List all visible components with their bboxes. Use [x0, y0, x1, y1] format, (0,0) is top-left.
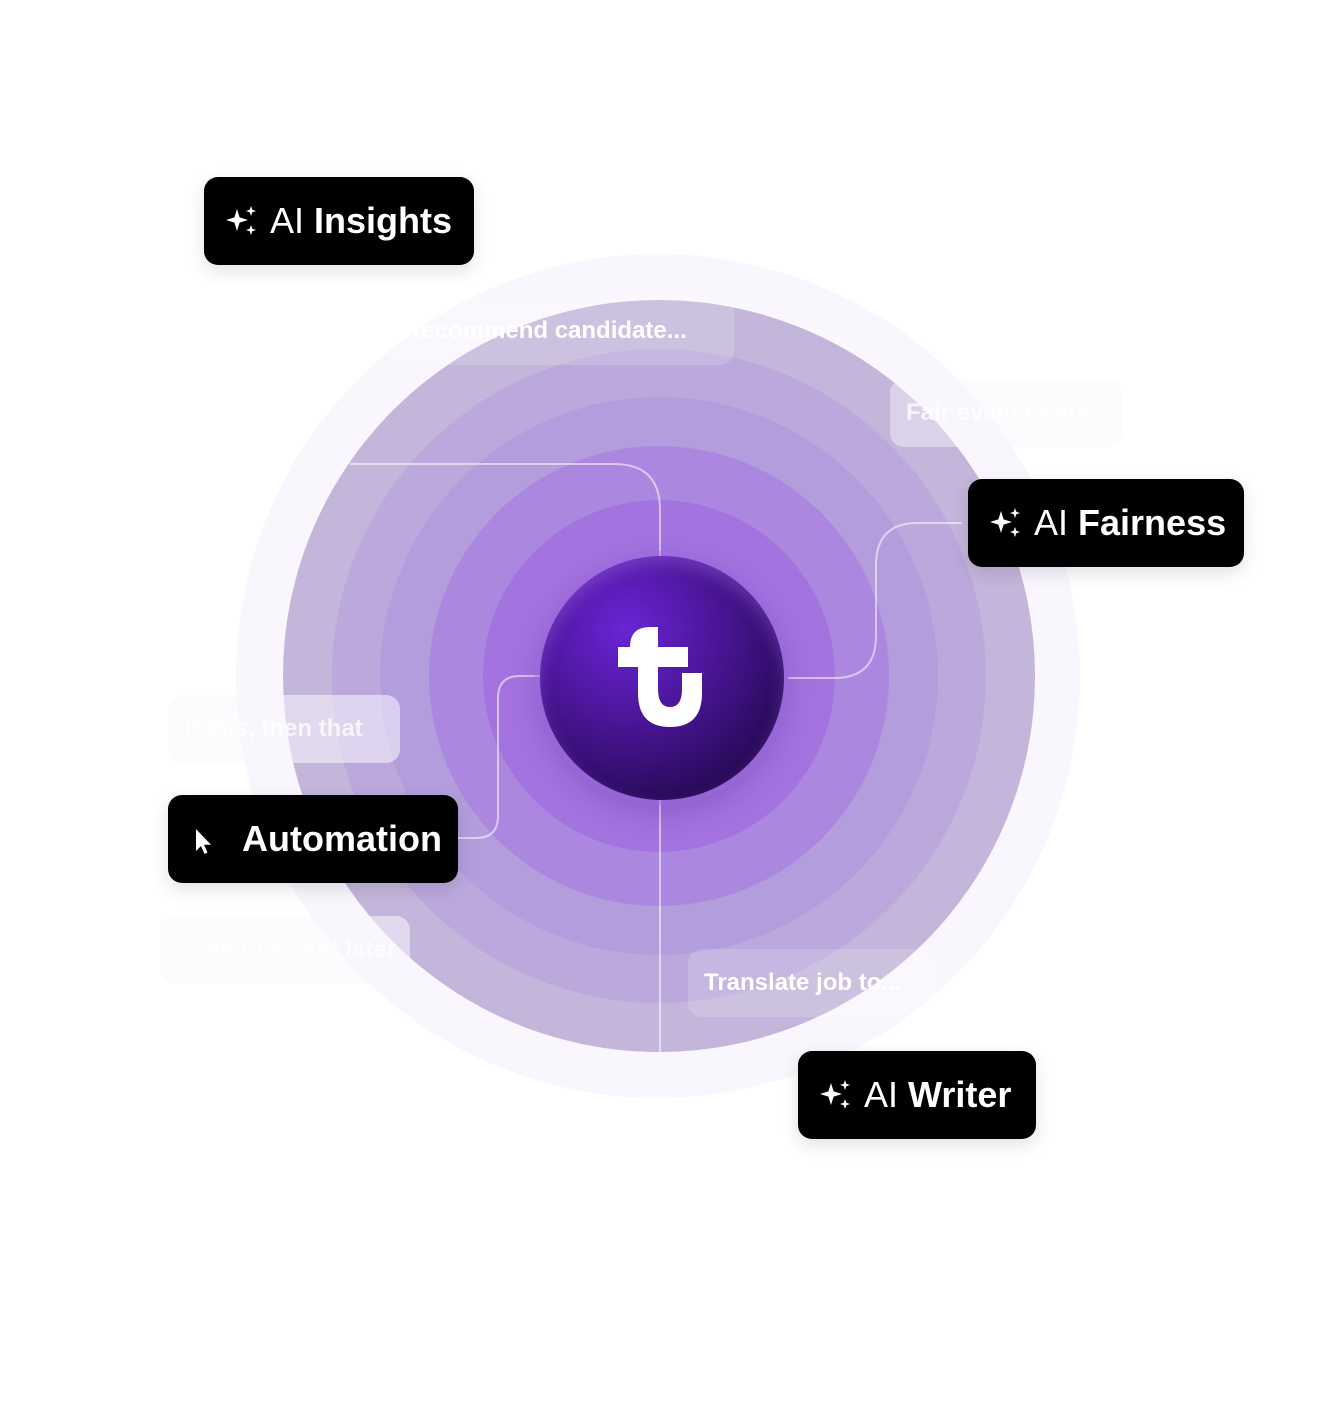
ai-fairness-chip[interactable]: AI Fairness [968, 479, 1244, 567]
prompt-fair-evaluations[interactable]: Fair evaluations [890, 379, 1122, 447]
prompt-recommend-label: Recommend candidate... [404, 317, 687, 344]
prompt-if-then-label: If this, then that [184, 715, 363, 742]
automation-label: Automation [242, 821, 442, 857]
ai-fairness-label: AI Fairness [1034, 505, 1226, 541]
connector-insights [350, 463, 661, 560]
prompt-if-then[interactable]: If this, then that [168, 695, 400, 763]
prompt-sent-later[interactable]: Schedule sent later [160, 916, 410, 984]
ai-insights-chip[interactable]: AI Insights [204, 177, 474, 265]
ai-prefix: AI [864, 1074, 899, 1115]
sparkles-icon [988, 505, 1024, 541]
sparkles-icon [818, 1077, 854, 1113]
brand-logo [540, 556, 784, 800]
connector-fairness [788, 522, 962, 679]
sparkles-icon [224, 203, 260, 239]
ai-writer-label: AI Writer [864, 1077, 1011, 1113]
writer-text: Writer [908, 1074, 1012, 1115]
automation-text: Automation [242, 818, 442, 859]
prompt-fair-label: Fair evaluations [906, 399, 1089, 426]
ai-writer-chip[interactable]: AI Writer [798, 1051, 1036, 1139]
ai-prefix: AI [270, 200, 305, 241]
prompt-sent-later-label: Schedule sent later [176, 936, 397, 963]
prompt-translate-label: Translate job to... [704, 969, 902, 996]
ai-prefix: AI [1034, 502, 1069, 543]
prompt-translate[interactable]: Translate job to... [688, 949, 940, 1017]
t-logo-icon [618, 627, 702, 727]
prompt-recommend[interactable]: Recommend candidate... [388, 297, 734, 365]
connector-automation [458, 675, 546, 839]
automation-chip[interactable]: Automation [168, 795, 458, 883]
fairness-text: Fairness [1078, 502, 1227, 543]
insights-text: Insights [314, 200, 453, 241]
cursor-icon [188, 821, 218, 857]
ai-insights-label: AI Insights [270, 203, 452, 239]
